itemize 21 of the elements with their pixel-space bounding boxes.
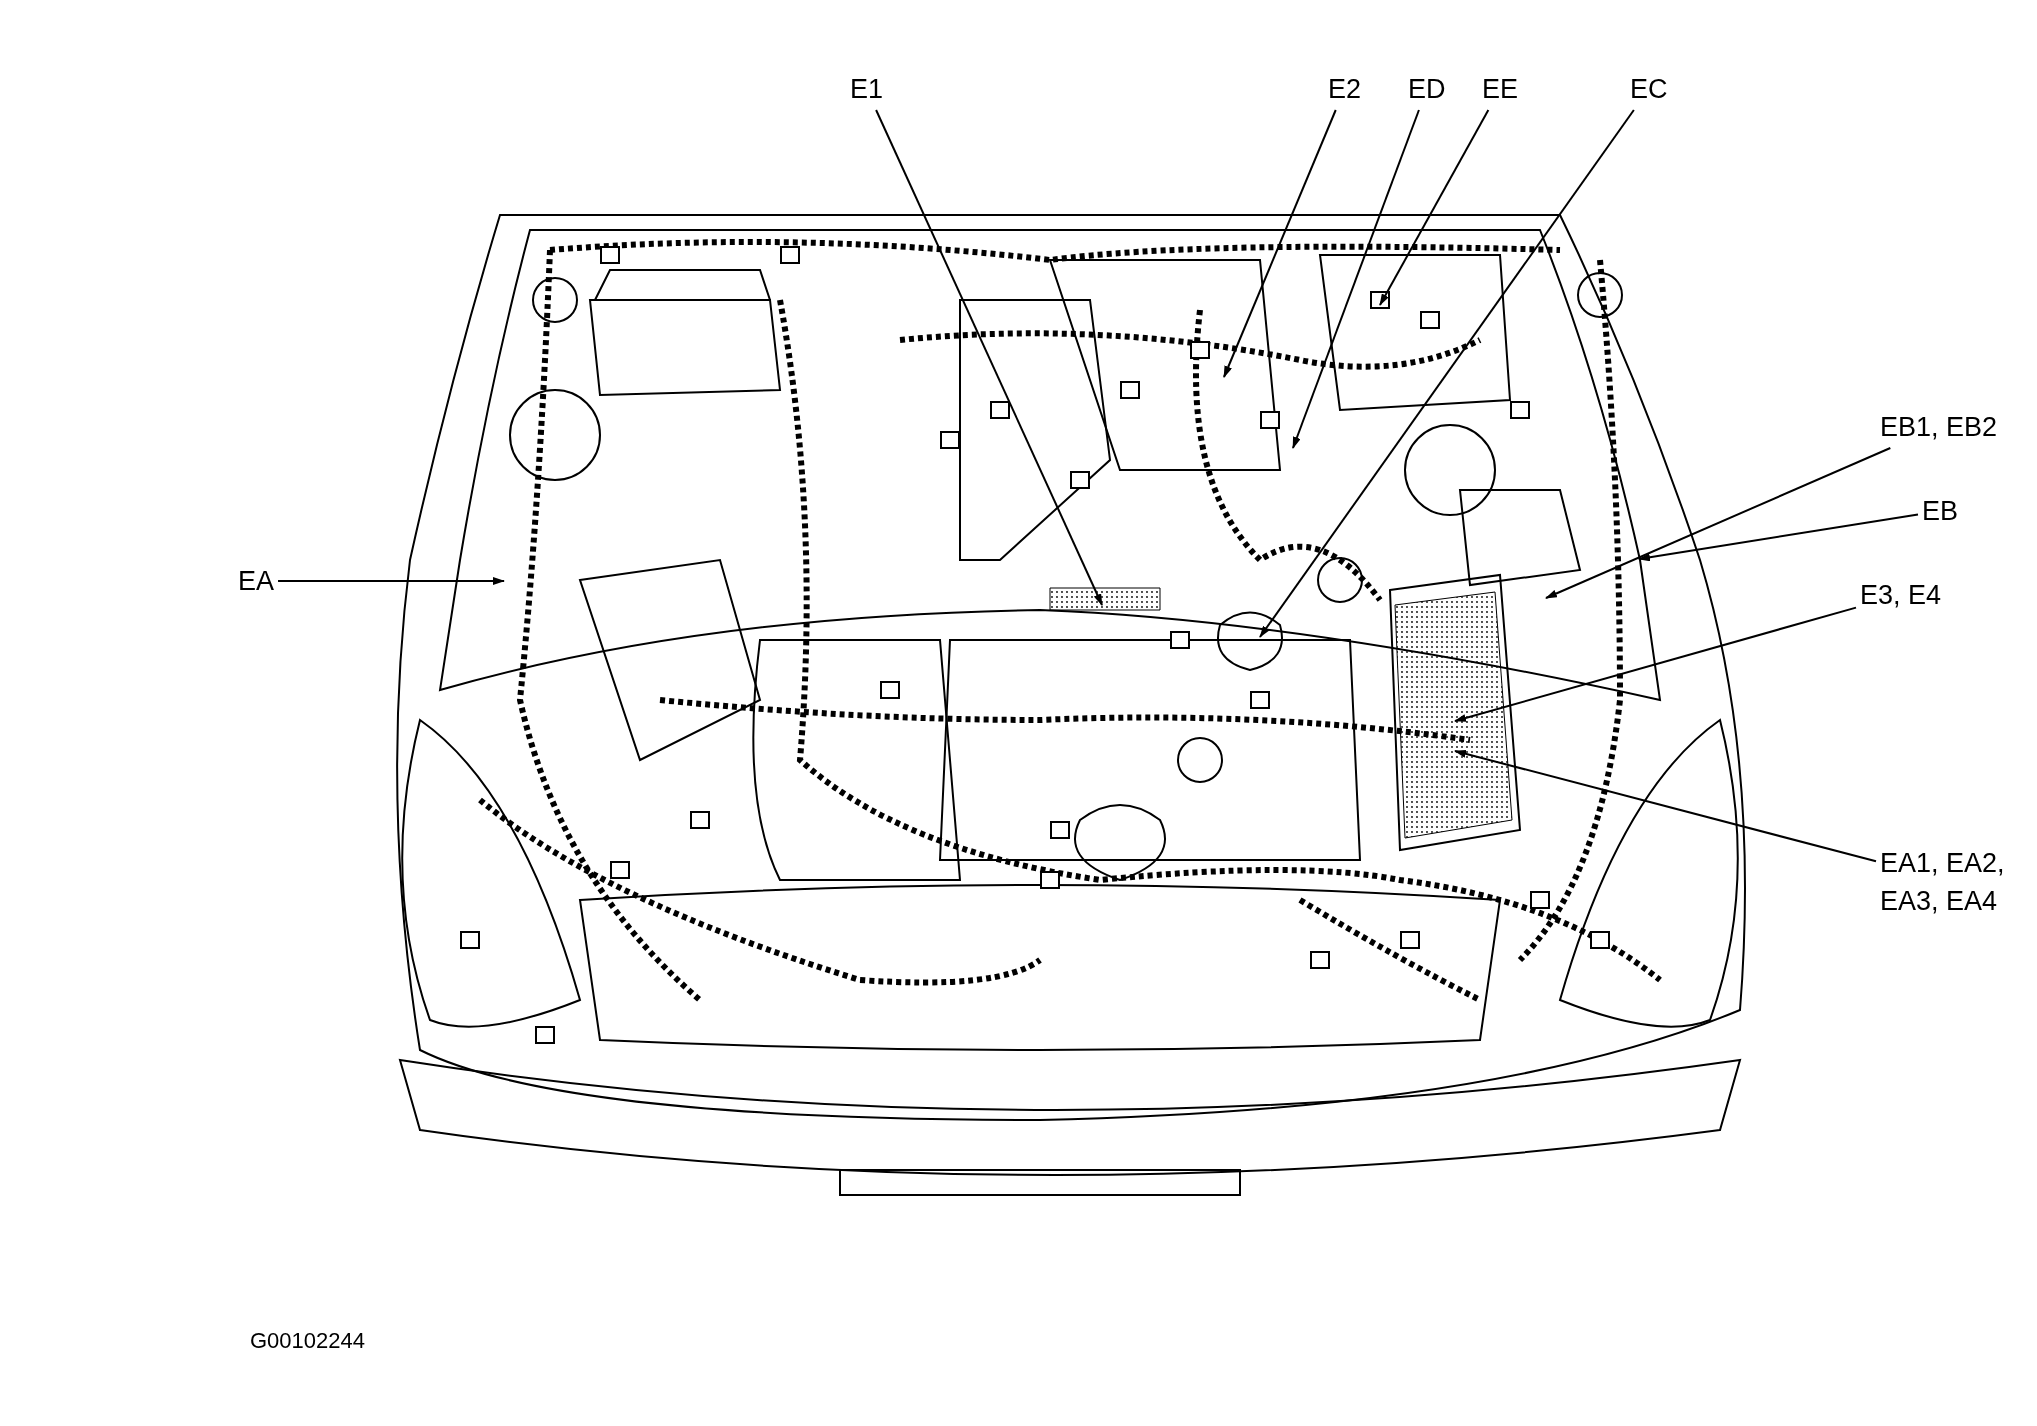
- leader-line: [277, 577, 505, 585]
- leader-line: [1545, 447, 1892, 599]
- callout-label: EB1, EB2: [1880, 408, 1998, 446]
- leader-line: [1292, 109, 1420, 449]
- callout-label: EE: [1482, 70, 1519, 108]
- leader-line: [1259, 109, 1635, 638]
- callout-label: EC: [1630, 70, 1668, 108]
- leader-line: [1454, 749, 1877, 863]
- callout-label: E1: [850, 70, 884, 108]
- leader-line: [1638, 513, 1919, 562]
- leader-line: [1379, 109, 1490, 306]
- callout-label: E2: [1328, 70, 1362, 108]
- leader-line: [1223, 109, 1337, 378]
- callout-label: EA1, EA2, EA3, EA4: [1880, 844, 2030, 920]
- callout-label: EB: [1922, 492, 1959, 530]
- callout-label: E3, E4: [1860, 576, 1942, 614]
- callout-label: EA: [238, 562, 275, 600]
- leader-line: [1454, 606, 1857, 722]
- callout-label: ED: [1408, 70, 1446, 108]
- leader-line: [875, 109, 1103, 606]
- figure-number: G00102244: [250, 1327, 365, 1355]
